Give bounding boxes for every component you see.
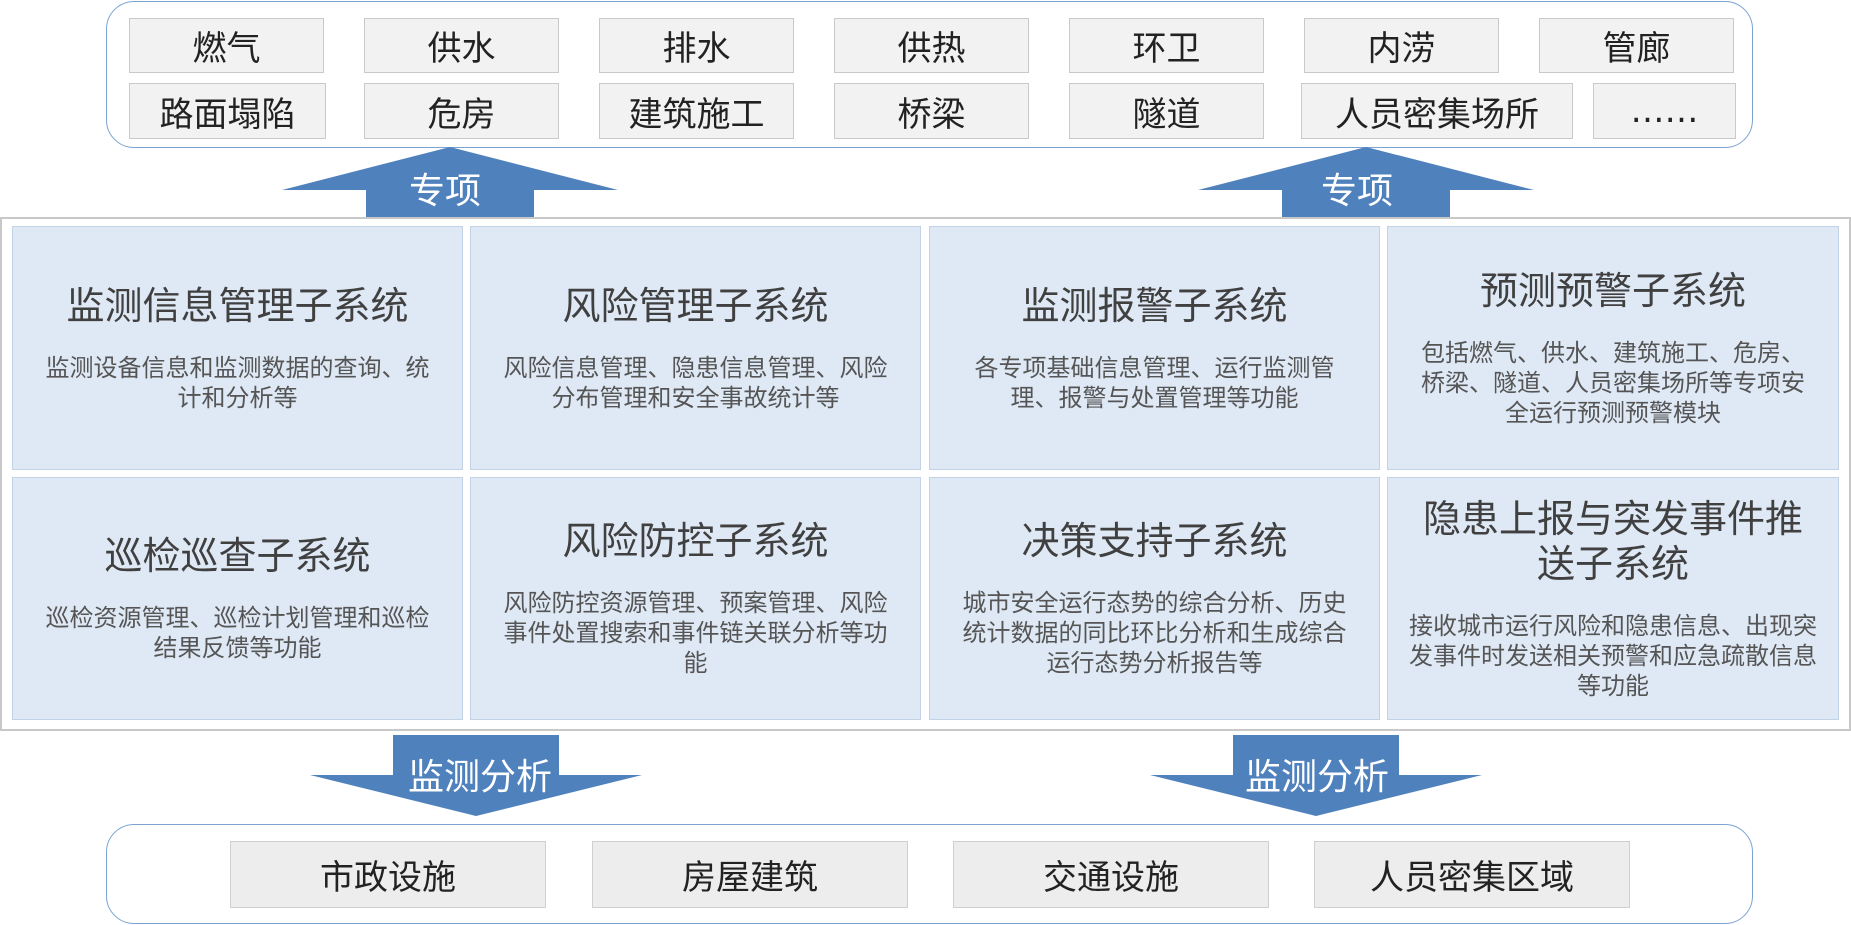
subsystem-card: 巡检巡查子系统 巡检资源管理、巡检计划管理和巡检结果反馈等功能 — [12, 477, 463, 720]
subsystem-card: 风险管理子系统 风险信息管理、隐患信息管理、风险分布管理和安全事故统计等 — [470, 226, 921, 470]
subsystem-title: 决策支持子系统 — [1021, 519, 1288, 563]
subsystem-desc: 风险防控资源管理、预案管理、风险事件处置搜索和事件链关联分析等功能 — [503, 589, 888, 677]
down-arrow-left-label: 监测分析 — [407, 757, 553, 798]
down-arrow-right — [1150, 735, 1482, 816]
subsystem-title: 风险管理子系统 — [562, 283, 829, 328]
subsystem-desc: 风险信息管理、隐患信息管理、风险分布管理和安全事故统计等 — [503, 353, 888, 412]
down-arrow-right-label: 监测分析 — [1244, 757, 1390, 798]
base-item: 房屋建筑 — [592, 841, 908, 908]
subsystem-desc: 包括燃气、供水、建筑施工、危房、桥梁、隧道、人员密集场所等专项安全运行预测预警模… — [1421, 338, 1805, 427]
special-item: 桥梁 — [834, 83, 1029, 139]
special-item: 供水 — [364, 18, 559, 73]
subsystem-card: 决策支持子系统 城市安全运行态势的综合分析、历史统计数据的同比环比分析和生成综合… — [929, 477, 1380, 720]
subsystem-card: 监测信息管理子系统 监测设备信息和监测数据的查询、统计和分析等 — [12, 226, 463, 470]
special-item: 内涝 — [1304, 18, 1499, 73]
special-item: …… — [1593, 83, 1736, 139]
special-item: 隧道 — [1069, 83, 1264, 139]
subsystem-desc: 城市安全运行态势的综合分析、历史统计数据的同比环比分析和生成综合运行态势分析报告… — [962, 589, 1347, 677]
subsystem-card: 预测预警子系统 包括燃气、供水、建筑施工、危房、桥梁、隧道、人员密集场所等专项安… — [1387, 226, 1839, 470]
subsystem-card: 监测报警子系统 各专项基础信息管理、运行监测管理、报警与处置管理等功能 — [929, 226, 1380, 470]
up-arrow-right — [1198, 147, 1534, 231]
subsystem-desc: 监测设备信息和监测数据的查询、统计和分析等 — [45, 353, 430, 412]
up-arrow-left — [282, 147, 618, 231]
special-item: 危房 — [364, 83, 559, 139]
special-item: 路面塌陷 — [129, 83, 326, 139]
special-item: 排水 — [599, 18, 794, 73]
subsystem-title: 监测报警子系统 — [1021, 283, 1288, 328]
base-item: 市政设施 — [230, 841, 546, 908]
subsystem-card: 风险防控子系统 风险防控资源管理、预案管理、风险事件处置搜索和事件链关联分析等功… — [470, 477, 921, 720]
subsystem-title: 预测预警子系统 — [1479, 268, 1746, 313]
special-item: 环卫 — [1069, 18, 1264, 73]
up-arrow-right-label: 专项 — [1320, 171, 1394, 212]
base-item: 交通设施 — [953, 841, 1269, 908]
subsystem-title: 风险防控子系统 — [562, 519, 829, 563]
base-item: 人员密集区域 — [1314, 841, 1630, 908]
subsystem-title: 监测信息管理子系统 — [66, 283, 409, 328]
subsystem-desc: 巡检资源管理、巡检计划管理和巡检结果反馈等功能 — [45, 604, 430, 662]
subsystem-title: 隐患上报与突发事件推送子系统 — [1422, 496, 1803, 586]
subsystem-title: 巡检巡查子系统 — [104, 534, 371, 578]
down-arrow-left — [310, 735, 642, 816]
special-item: 建筑施工 — [599, 83, 794, 139]
subsystem-card: 隐患上报与突发事件推送子系统 接收城市运行风险和隐患信息、出现突发事件时发送相关… — [1387, 477, 1839, 720]
special-item: 燃气 — [129, 18, 324, 73]
special-item: 供热 — [834, 18, 1029, 73]
special-item: 人员密集场所 — [1301, 83, 1573, 139]
subsystem-desc: 接收城市运行风险和隐患信息、出现突发事件时发送相关预警和应急疏散信息等功能 — [1409, 611, 1817, 700]
subsystem-desc: 各专项基础信息管理、运行监测管理、报警与处置管理等功能 — [974, 353, 1335, 412]
up-arrow-left-label: 专项 — [408, 171, 482, 212]
special-item: 管廊 — [1539, 18, 1734, 73]
